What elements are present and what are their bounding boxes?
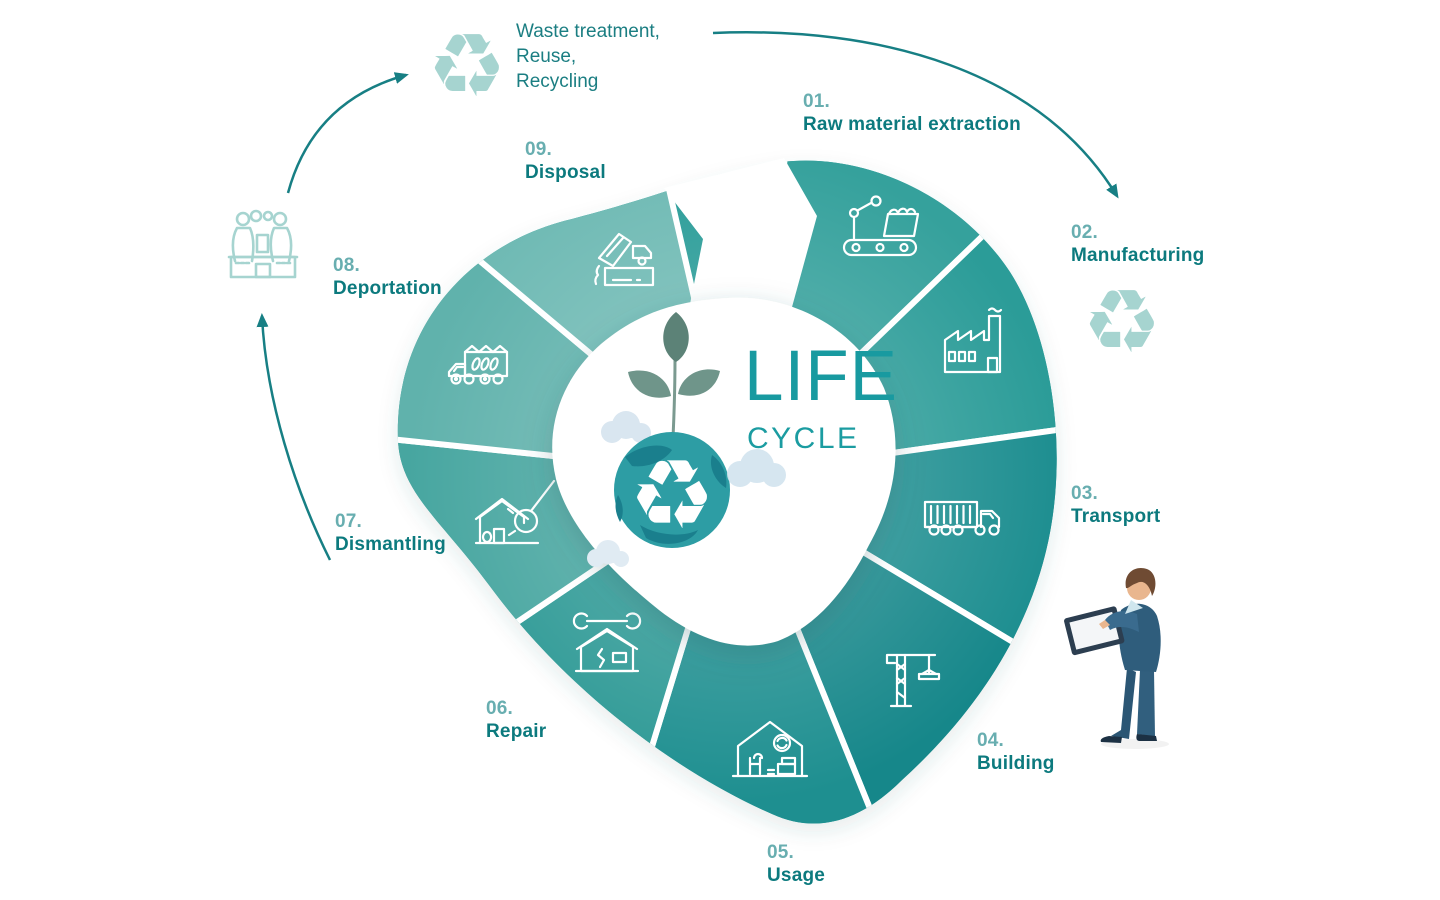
title-cycle: CYCLE — [747, 422, 860, 455]
stage-number: 07. — [335, 511, 363, 532]
stage-name: Repair — [486, 721, 547, 742]
earth-plant-illustration: ♻ — [587, 312, 786, 567]
person-hair — [1125, 568, 1156, 596]
stage-name: Raw material extraction — [803, 114, 1021, 135]
home-usage-icon — [731, 720, 809, 778]
person-arm — [1105, 611, 1139, 632]
person-leg-left — [1111, 668, 1136, 739]
repair-wrench-icon — [572, 612, 642, 673]
person-hand — [1099, 620, 1110, 629]
recycle-outline-icon-right: ♻ — [1083, 270, 1162, 373]
arrow-recycling-to-manufacturing — [712, 31, 1119, 199]
stage-label-dismantling: 07. Dismantling — [335, 510, 446, 556]
stage-number: 04. — [977, 730, 1005, 751]
stage-name: Dismantling — [335, 534, 446, 555]
person-shoe-left — [1100, 736, 1122, 743]
stage-number: 06. — [486, 698, 514, 719]
recycle-note-line1: Waste treatment, — [516, 21, 660, 42]
stage-number: 02. — [1071, 222, 1099, 243]
stage-number: 08. — [333, 255, 361, 276]
disposal-truck-icon — [594, 232, 655, 287]
factory-smoke-outline-icon — [227, 209, 299, 279]
recycle-note-line3: Recycling — [516, 71, 599, 92]
person-collar — [1125, 600, 1143, 614]
recycle-note-line2: Reuse, — [516, 46, 577, 67]
stage-label-deportation: 08. Deportation — [333, 254, 442, 300]
person-leg-right — [1137, 670, 1155, 737]
arrow-dismantling-to-deportation — [256, 313, 332, 561]
cloud-front-right — [727, 449, 786, 487]
stage-label-repair: 06. Repair — [486, 697, 546, 743]
stage-name: Deportation — [333, 278, 442, 299]
stage-label-raw-material-extraction: 01. Raw material extraction — [803, 90, 1021, 136]
stage-name: Transport — [1071, 506, 1161, 527]
stage-number: 05. — [767, 842, 795, 863]
stage-name: Disposal — [525, 162, 606, 183]
stage-number: 01. — [803, 91, 831, 112]
earth-continents — [615, 445, 727, 544]
stage-name: Building — [977, 753, 1055, 774]
person-shoe-right — [1136, 734, 1157, 741]
stage-label-manufacturing: 02. Manufacturing — [1071, 221, 1205, 267]
recycle-note: Waste treatment, Reuse, Recycling — [516, 19, 660, 94]
plant-sprout — [628, 312, 720, 439]
cycle-start-gap — [664, 158, 817, 318]
recycle-outline-icon-top: ♻ — [428, 14, 507, 117]
title-life: LIFE — [744, 337, 898, 416]
stage-number: 09. — [525, 139, 553, 160]
person-illustration — [1064, 568, 1169, 749]
factory-icon — [943, 307, 1003, 374]
cloud-back — [601, 411, 651, 443]
stage-label-usage: 05. Usage — [767, 841, 825, 887]
stage-label-transport: 03. Transport — [1071, 482, 1160, 528]
stage-name: Usage — [767, 865, 826, 886]
cargo-truck-icon — [923, 500, 1001, 536]
stage-number: 03. — [1071, 483, 1099, 504]
mining-conveyor-icon — [842, 195, 920, 257]
dump-truck-icon — [447, 344, 509, 385]
recycle-symbol-on-earth: ♻ — [629, 439, 715, 551]
stage-name: Manufacturing — [1071, 245, 1205, 266]
arrow-disposal-to-recycling — [286, 72, 409, 194]
stage-label-disposal: 09. Disposal — [525, 138, 606, 184]
crane-icon — [885, 653, 941, 708]
stage-label-building: 04. Building — [977, 729, 1055, 775]
wrecking-ball-icon — [474, 479, 556, 545]
cloud-front-left — [587, 540, 629, 567]
